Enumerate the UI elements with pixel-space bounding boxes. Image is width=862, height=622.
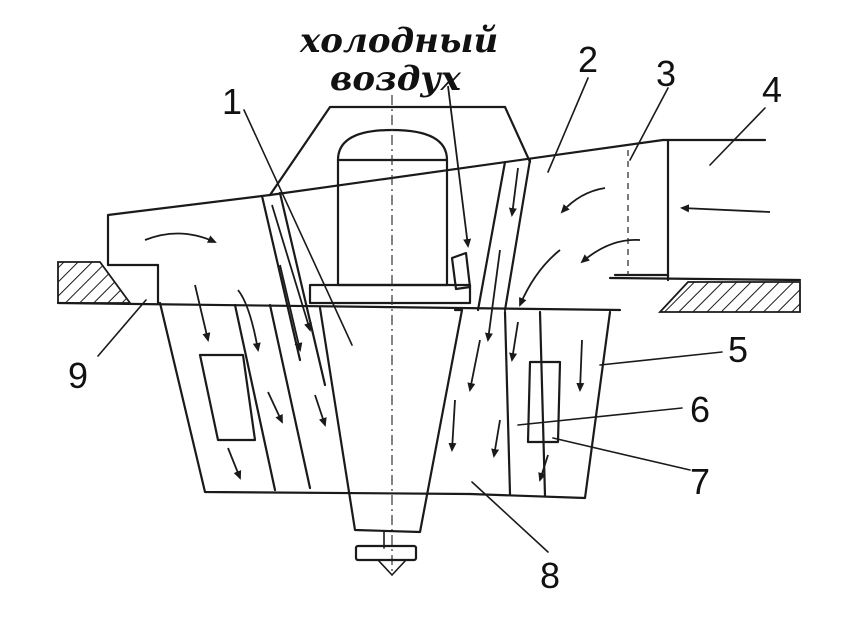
leader-2 <box>547 77 589 173</box>
leader-3 <box>629 87 669 161</box>
leader-9 <box>97 299 147 357</box>
housing-roof <box>268 138 665 197</box>
arrow-lower-right-2 <box>491 419 501 458</box>
arrow-lower-left-2 <box>237 289 261 352</box>
label-5: 5 <box>728 329 748 370</box>
label-8: 8 <box>540 555 560 596</box>
title-line-2: воздух <box>330 59 462 99</box>
arrow-title-down <box>447 85 472 248</box>
motor-hood-outline <box>268 105 532 197</box>
cone-tip <box>377 559 407 577</box>
lower-right-wall <box>468 310 612 500</box>
leader-8 <box>471 481 549 553</box>
duct-right-outer <box>503 158 532 312</box>
leader-7 <box>552 437 691 471</box>
inner-wall-left-1 <box>233 303 277 492</box>
floor-line-right <box>608 276 802 282</box>
floor-hatch-left <box>57 261 132 304</box>
title-line-1: холодный <box>299 21 498 61</box>
central-cone <box>318 306 464 577</box>
label-7: 7 <box>690 461 710 502</box>
motor <box>308 128 472 305</box>
label-6: 6 <box>690 389 710 430</box>
arrow-lower-left-3 <box>267 391 283 424</box>
arrow-duct-left-1 <box>271 204 312 332</box>
leader-4 <box>709 107 766 166</box>
cone-outline <box>318 306 464 534</box>
arrow-right-swirl-1 <box>560 187 606 214</box>
inner-wall-left-2 <box>268 303 312 490</box>
arrow-right-swirl-2 <box>580 238 641 264</box>
arrow-lower-right-3 <box>576 339 585 392</box>
leader-6 <box>517 407 683 426</box>
arrow-duct-left-2 <box>279 264 303 352</box>
air-ducts <box>260 158 532 387</box>
label-4: 4 <box>762 69 782 110</box>
arrow-lower-left-4 <box>314 394 327 427</box>
label-3: 3 <box>656 53 676 94</box>
arrow-duct-right-2 <box>484 249 501 342</box>
air-flow-arrows <box>144 85 771 482</box>
inner-wall-right-1 <box>503 310 512 496</box>
leader-5 <box>599 351 723 366</box>
label-9: 9 <box>68 355 88 396</box>
housing-left-top <box>106 193 272 267</box>
upper-housing <box>106 138 767 305</box>
floor-hatch-right <box>657 281 801 313</box>
duct-right-inner <box>476 160 507 312</box>
arrow-lower-right-4 <box>538 454 549 482</box>
motor-hood <box>268 105 532 197</box>
arrow-lower-right-1 <box>509 321 519 362</box>
arrow-inlet <box>680 204 771 213</box>
arrow-lower-center <box>448 399 457 452</box>
motor-base-plate <box>308 283 472 305</box>
arrow-lower-left-5 <box>227 447 242 480</box>
window-left <box>198 353 257 442</box>
arrow-lower-left-1 <box>194 284 211 342</box>
arrow-left-chamber <box>144 232 217 243</box>
floor <box>56 261 802 313</box>
cone-nozzle <box>354 544 418 562</box>
label-2: 2 <box>578 39 598 80</box>
leader-1 <box>243 109 353 346</box>
floor-line <box>56 301 622 312</box>
motor-bracket <box>450 251 472 291</box>
arrow-duct-right-1 <box>508 167 519 217</box>
duct-left-outer <box>260 194 302 362</box>
arrow-right-swirl-3 <box>519 249 561 307</box>
callout-labels: 1 2 3 4 5 6 7 8 9 <box>68 39 782 596</box>
duct-left-inner <box>278 191 327 387</box>
label-1: 1 <box>222 81 242 122</box>
window-right <box>526 360 562 444</box>
arrow-lower-center-2 <box>467 339 481 392</box>
leader-lines <box>97 77 766 553</box>
lower-body <box>158 301 612 500</box>
lower-left-wall <box>158 301 472 496</box>
